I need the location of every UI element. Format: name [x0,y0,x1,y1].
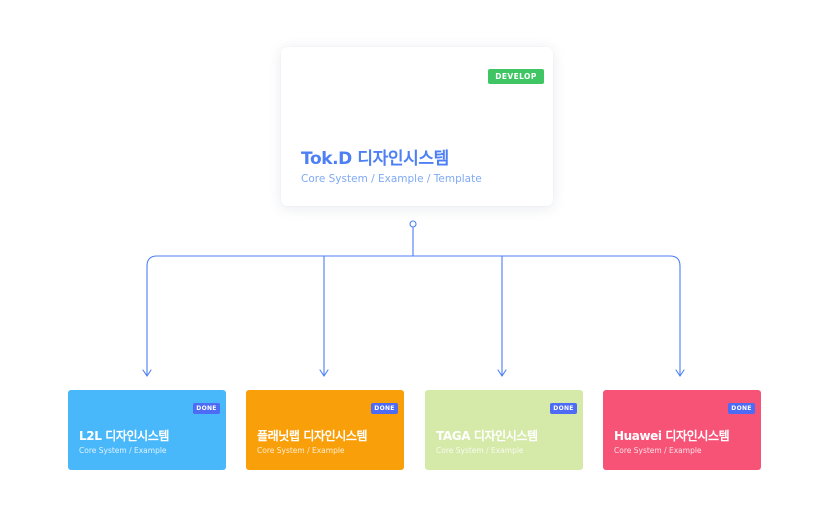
arrow-down-icon [319,369,329,377]
arrow-down-icon [497,369,507,377]
child-node-subtitle: Core System / Example [614,446,702,455]
status-badge-develop: DEVELOP [488,69,544,84]
root-node-card[interactable]: DEVELOP Tok.D 디자인시스템 Core System / Examp… [281,47,553,206]
child-node-title: TAGA 디자인시스템 [436,429,538,443]
child-node-title: Huawei 디자인시스템 [614,429,730,443]
connector-origin-dot [409,220,417,228]
child-node-card-huawei[interactable]: DONE Huawei 디자인시스템 Core System / Example [603,390,761,470]
child-node-subtitle: Core System / Example [79,446,167,455]
arrow-down-icon [675,369,685,377]
status-badge-done: DONE [550,403,577,414]
child-node-card-taga[interactable]: DONE TAGA 디자인시스템 Core System / Example [425,390,583,470]
child-node-subtitle: Core System / Example [436,446,524,455]
status-badge-done: DONE [371,403,398,414]
child-node-title: 플래닛랩 디자인시스템 [257,429,368,443]
root-node-subtitle: Core System / Example / Template [301,173,482,185]
root-node-title: Tok.D 디자인시스템 [301,149,449,169]
status-badge-done: DONE [193,403,220,414]
connector-bus [146,255,681,377]
child-node-subtitle: Core System / Example [257,446,345,455]
child-node-card-planetlab[interactable]: DONE 플래닛랩 디자인시스템 Core System / Example [246,390,404,470]
child-node-card-l2l[interactable]: DONE L2L 디자인시스템 Core System / Example [68,390,226,470]
status-badge-done: DONE [728,403,755,414]
child-node-title: L2L 디자인시스템 [79,429,170,443]
arrow-down-icon [142,369,152,377]
